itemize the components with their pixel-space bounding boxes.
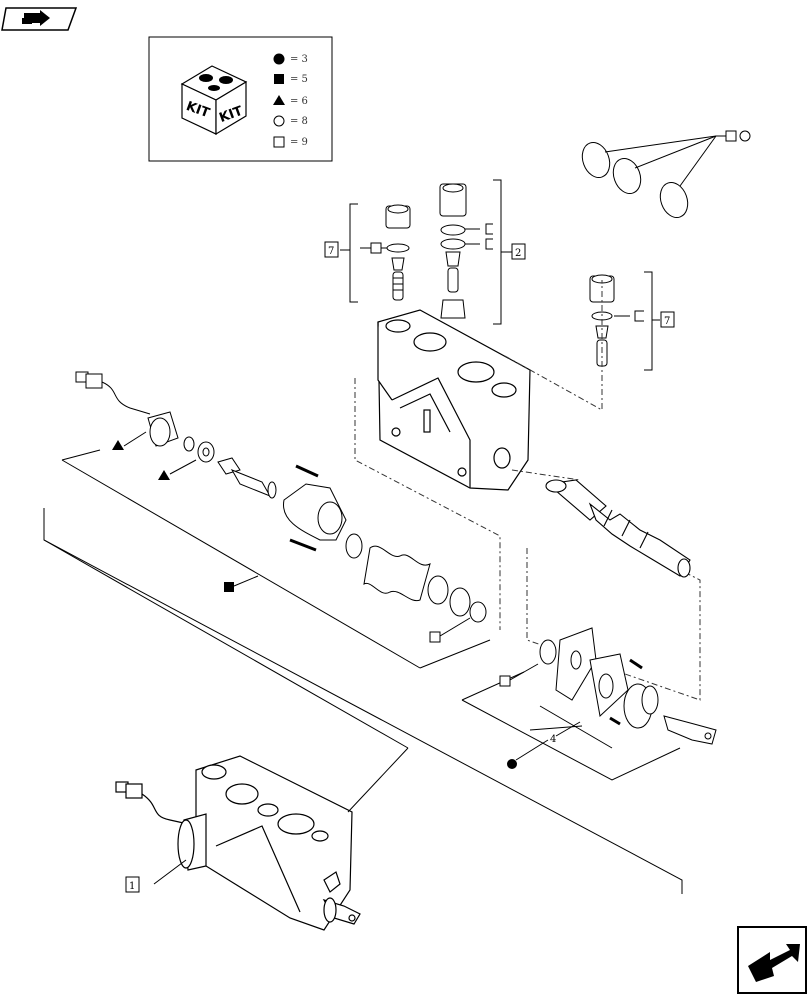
- next-page-arrow-icon[interactable]: [737, 926, 807, 994]
- ref-1-callout: [125, 859, 187, 893]
- o-ring-group: [581, 130, 751, 218]
- valve-body: [377, 309, 531, 491]
- square-marker-open-2: [499, 675, 511, 687]
- ref-2-box: [511, 243, 526, 260]
- legend-text-2: = 5: [290, 74, 308, 85]
- legend-filled-square-symbol: [274, 74, 284, 84]
- triangle-marker-2: [158, 470, 170, 480]
- legend-box: KIT KIT = 3 = 5 = 6 = 8 = 9: [148, 36, 333, 162]
- spool: [545, 479, 691, 578]
- ref-1-label: 1: [129, 881, 135, 892]
- solenoid-connector-left: [75, 371, 487, 623]
- end-cap-bracket: [461, 671, 681, 781]
- legend-text-1: = 3: [290, 54, 308, 65]
- ref-7-left-box: [324, 241, 339, 258]
- ref-7-right-label: 7: [664, 316, 670, 327]
- ref-7-left-label: 7: [328, 246, 334, 257]
- circle-marker-filled: [507, 759, 517, 769]
- square-marker-open-1: [429, 631, 441, 643]
- triangle-marker-1: [112, 440, 124, 450]
- ref-7-right-box: [660, 311, 675, 328]
- left-assembly-outline: [43, 449, 683, 894]
- plug-assembly-left: [324, 203, 411, 303]
- ref-2-label: 2: [515, 248, 521, 259]
- legend-text-3: = 6: [290, 96, 308, 107]
- legend-filled-circle-symbol: [273, 53, 285, 65]
- square-marker-filled: [224, 582, 234, 592]
- end-cap-assembly: [539, 627, 717, 745]
- legend-open-circle-symbol: [273, 115, 285, 127]
- plug-assembly-right: [589, 271, 675, 371]
- legend-filled-triangle-symbol: [273, 95, 285, 105]
- legend-text-4: = 8: [290, 116, 308, 127]
- kit-box-icon: KIT KIT: [180, 65, 248, 136]
- legend-open-square-symbol: [273, 136, 285, 148]
- ref-4-label: 4: [550, 734, 556, 745]
- legend-text-5: = 9: [290, 137, 308, 148]
- assembled-valve-section: [115, 755, 361, 931]
- forward-arrow-tab-icon[interactable]: [1, 7, 78, 31]
- plug-assembly-center: [439, 179, 526, 325]
